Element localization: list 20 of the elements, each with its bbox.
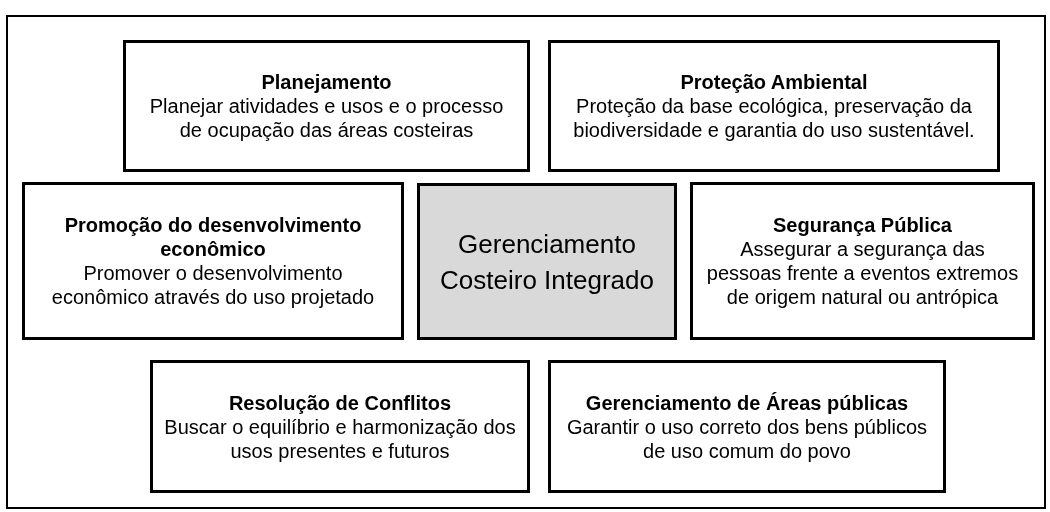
central-title: Gerenciamento Costeiro Integrado [439,227,655,297]
topic-heading: Planejamento [261,70,392,94]
topic-box [690,182,1035,340]
topic-description: Planejar atividades e usos e o processo de ocupação das áreas costeiras [148,94,505,142]
topic-description: Assegurar a segurança das pessoas frente a eventos extremos de origem natural ou antrópica [705,237,1020,309]
topic-description: Promover o desenvolvimento econômico através do uso projetado [50,261,376,309]
topic-heading: Gerenciamento de Áreas públicas [585,390,909,415]
topic-box [123,40,530,172]
topic-heading: Proteção Ambiental [680,70,868,94]
topic-description: Buscar o equilíbrio e harmonização dos usos presentes e futuros [163,414,517,463]
topic-box [150,360,530,493]
topic-description: Garantir o uso correto dos bens públicos de uso comum do povo [565,414,929,463]
topic-heading: Resolução de Conflitos [228,390,452,415]
central-topic-box [417,183,677,340]
topic-box [548,360,946,493]
topic-heading: Segurança Pública [773,213,952,237]
topic-box [548,40,1000,172]
topic-description: Proteção da base ecológica, preservação da biodiversidade e garantia do uso sustentável. [572,94,976,142]
topic-box [22,182,404,340]
topic-heading: Promoção do desenvolvimento econômico [63,213,363,261]
